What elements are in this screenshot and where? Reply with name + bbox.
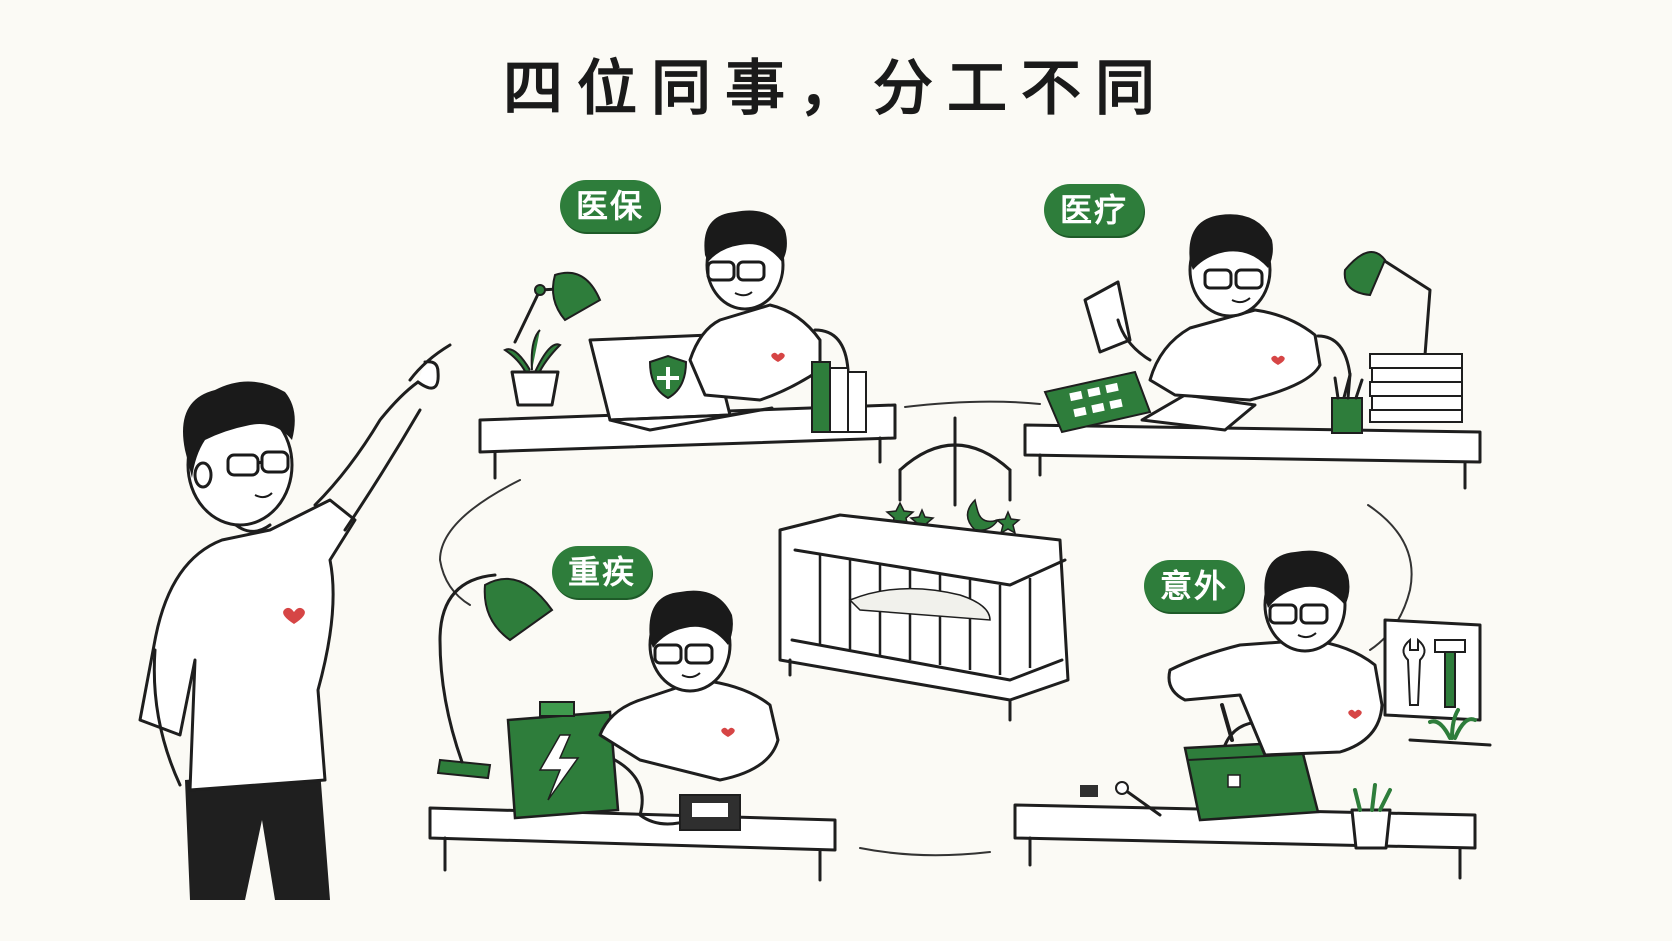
crib [778, 416, 1070, 722]
role-tag-critical-illness: 重疾 [552, 546, 653, 598]
desk-medical [1023, 214, 1482, 490]
lightning-icon [538, 734, 580, 801]
desk-medical-insurance [478, 210, 897, 480]
role-tag-accident: 意外 [1144, 560, 1245, 612]
wrench-icon [1402, 637, 1426, 706]
hammer-icon [1434, 639, 1466, 708]
desk-accident [1013, 550, 1492, 880]
shield-plus-icon [648, 354, 688, 400]
desk-critical-illness [428, 573, 837, 882]
page-title: 四位同事，分工不同 [503, 54, 1169, 124]
heart-icon [283, 607, 305, 624]
role-tag-medical: 医疗 [1044, 184, 1145, 236]
person-leader [138, 343, 452, 900]
role-tag-medical-insurance: 医保 [560, 180, 661, 232]
moon-icon [966, 498, 1000, 532]
